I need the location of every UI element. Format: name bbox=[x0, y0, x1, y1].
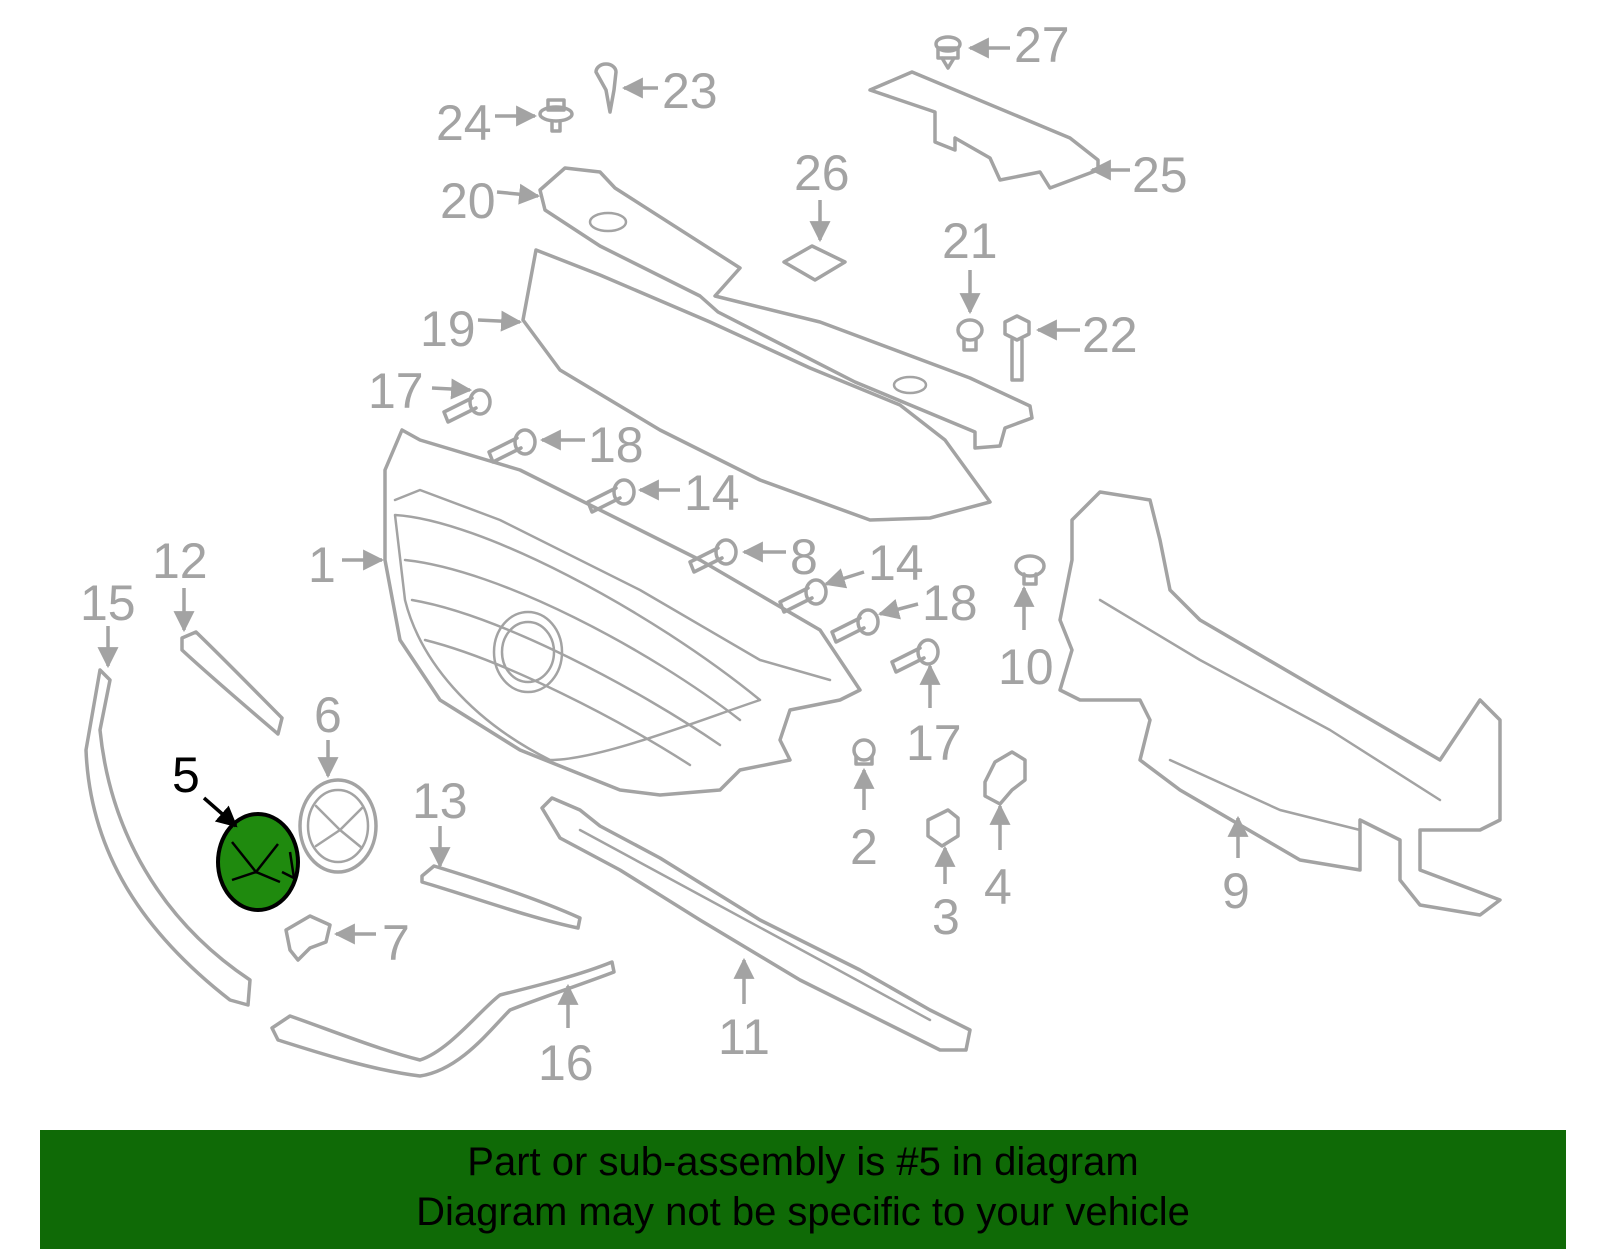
callout-25: 25 bbox=[1132, 147, 1188, 203]
part-4-bracket bbox=[983, 750, 1027, 806]
callout-8: 8 bbox=[790, 529, 818, 585]
part-27-clip bbox=[934, 35, 962, 70]
callout-5-highlighted: 5 bbox=[172, 747, 200, 803]
part-7-bracket bbox=[284, 914, 332, 962]
part-10-clip bbox=[1014, 554, 1046, 586]
callout-1: 1 bbox=[308, 537, 336, 593]
callout-6: 6 bbox=[314, 687, 342, 743]
part-5-emblem-highlighted bbox=[216, 812, 300, 912]
leader-lines bbox=[97, 37, 1249, 1028]
part-22-bolt bbox=[1003, 314, 1031, 382]
callout-17-upper: 17 bbox=[368, 363, 424, 419]
callout-20: 20 bbox=[440, 173, 496, 229]
part-16-lower-molding bbox=[270, 960, 616, 1078]
callout-3: 3 bbox=[932, 889, 960, 945]
callout-13: 13 bbox=[412, 773, 468, 829]
callout-11: 11 bbox=[718, 1009, 770, 1065]
part-19-seal bbox=[521, 248, 992, 522]
part-20-hole bbox=[588, 211, 628, 233]
part-13-molding bbox=[420, 864, 582, 930]
callout-24: 24 bbox=[436, 95, 492, 151]
part-20-upper-cover bbox=[538, 166, 1034, 450]
part-21-clip bbox=[956, 318, 984, 352]
callout-21: 21 bbox=[942, 213, 998, 269]
callout-14-upper: 14 bbox=[684, 465, 740, 521]
callout-22: 22 bbox=[1082, 307, 1138, 363]
part-12-molding bbox=[180, 630, 284, 736]
callout-19: 19 bbox=[420, 301, 476, 357]
part-6-bracket bbox=[298, 778, 378, 874]
callout-labels: 1 2 3 4 5 6 7 8 9 10 11 12 13 14 14 15 1… bbox=[80, 17, 1250, 1091]
part-11-lower-stay bbox=[540, 796, 972, 1052]
part-9-reinforcement bbox=[1058, 490, 1502, 917]
part-18-screw-lower bbox=[830, 608, 880, 644]
callout-16: 16 bbox=[538, 1035, 594, 1091]
callout-2: 2 bbox=[850, 819, 878, 875]
banner-line-disclaimer: Diagram may not be specific to your vehi… bbox=[416, 1190, 1190, 1234]
part-3-bracket bbox=[926, 808, 960, 848]
part-18-screw-upper bbox=[487, 428, 537, 464]
part-25-upper-shield bbox=[868, 70, 1100, 190]
callout-18-upper: 18 bbox=[588, 417, 644, 473]
callout-26: 26 bbox=[794, 145, 850, 201]
part-2-clip bbox=[852, 738, 876, 766]
part-notice-banner: Part or sub-assembly is #5 in diagram Di… bbox=[40, 1130, 1566, 1249]
callout-27: 27 bbox=[1014, 17, 1070, 73]
part-26-label bbox=[782, 244, 847, 282]
callout-23: 23 bbox=[662, 63, 718, 119]
callout-4: 4 bbox=[984, 859, 1012, 915]
callout-10: 10 bbox=[998, 639, 1054, 695]
part-14-screw-upper bbox=[586, 478, 636, 514]
callout-9: 9 bbox=[1222, 863, 1250, 919]
part-17-bolt-upper bbox=[442, 388, 492, 424]
part-24-clip bbox=[538, 98, 574, 133]
part-23-clip bbox=[594, 62, 618, 114]
callout-17-lower: 17 bbox=[906, 715, 962, 771]
callout-18-lower: 18 bbox=[922, 575, 978, 631]
callout-14-lower: 14 bbox=[868, 535, 924, 591]
banner-line-part-number: Part or sub-assembly is #5 in diagram bbox=[467, 1140, 1139, 1184]
part-15-molding bbox=[84, 668, 252, 1007]
callout-15: 15 bbox=[80, 575, 136, 631]
callout-7: 7 bbox=[382, 915, 410, 971]
callout-12: 12 bbox=[152, 533, 208, 589]
part-20-hole-right bbox=[892, 375, 928, 395]
parts-diagram: 1 2 3 4 5 6 7 8 9 10 11 12 13 14 14 15 1… bbox=[80, 17, 1502, 1091]
part-1-grille bbox=[383, 428, 862, 797]
